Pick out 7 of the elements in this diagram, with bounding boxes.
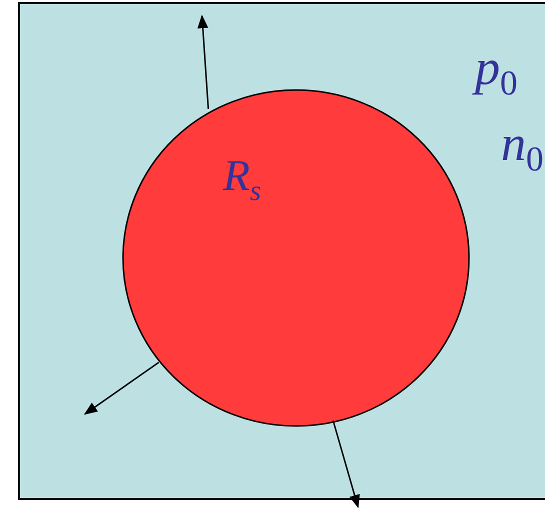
circle-region — [122, 89, 470, 427]
region-box — [18, 2, 545, 500]
arrow — [332, 420, 360, 508]
equilibrium-electron-concentration: n$_{0}$ — [501, 118, 544, 176]
arrow — [84, 362, 160, 415]
radius-label: R$_{s}$ — [223, 154, 262, 207]
arrow — [197, 14, 210, 109]
